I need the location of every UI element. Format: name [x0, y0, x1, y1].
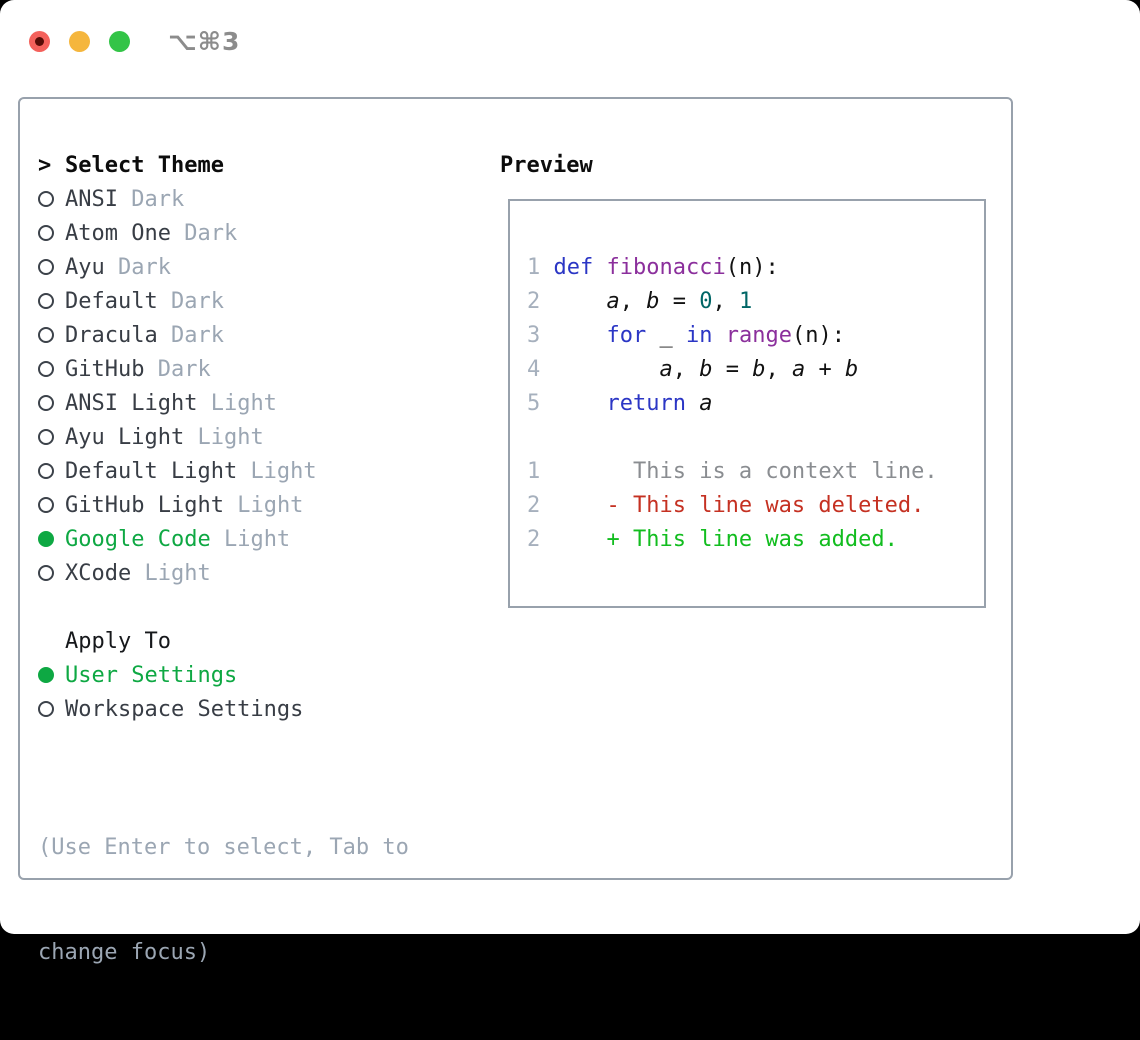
radio-icon: [38, 259, 54, 275]
theme-option-ayu-light[interactable]: Ayu Light Light: [38, 420, 409, 454]
radio-icon: [38, 361, 54, 377]
radio-icon: [38, 225, 54, 241]
radio-icon: [38, 191, 54, 207]
apply-option-workspace-settings[interactable]: Workspace Settings: [38, 692, 409, 726]
radio-icon: [38, 429, 54, 445]
help-text: (Use Enter to select, Tab to change focu…: [38, 760, 409, 1040]
keyboard-shortcut-label: ⌥⌘3: [168, 27, 241, 56]
theme-option-xcode-light[interactable]: XCode Light: [38, 556, 409, 590]
theme-option-atom-one-dark[interactable]: Atom One Dark: [38, 216, 409, 250]
code-line: 1 def fibonacci(n):: [527, 255, 779, 280]
radio-icon: [38, 293, 54, 309]
radio-selected-icon: [38, 667, 54, 683]
theme-option-dracula-dark[interactable]: Dracula Dark: [38, 318, 409, 352]
blank-line: [527, 421, 984, 455]
code-line: 2 a, b = 0, 1: [527, 289, 753, 314]
apply-to-title: Apply To: [65, 628, 171, 654]
app-window: ⌥⌘3 > Select Theme ANSI Dark Atom One Dar…: [0, 0, 1140, 965]
record-dot-icon: [35, 37, 44, 46]
help-text-line2: change focus): [38, 940, 211, 965]
radio-selected-icon: [38, 531, 54, 547]
theme-option-ansi-light[interactable]: ANSI Light Light: [38, 386, 409, 420]
spacer: [38, 726, 409, 760]
theme-option-github-light[interactable]: GitHub Light Light: [38, 488, 409, 522]
titlebar: ⌥⌘3: [29, 27, 240, 56]
radio-icon: [38, 463, 54, 479]
diff-added-line: 2 + This line was added.: [527, 527, 898, 552]
radio-icon: [38, 327, 54, 343]
apply-to-header: Apply To: [38, 624, 409, 658]
theme-picker-panel: > Select Theme ANSI Dark Atom One Dark Ay…: [18, 97, 1013, 965]
code-line: 4 a, b = b, a + b: [527, 357, 859, 382]
radio-icon: [38, 395, 54, 411]
minimize-button[interactable]: [69, 31, 90, 52]
diff-context-line: 1 This is a context line.: [527, 459, 938, 484]
theme-option-ayu-dark[interactable]: Ayu Dark: [38, 250, 409, 284]
theme-option-ansi-dark[interactable]: ANSI Dark: [38, 182, 409, 216]
theme-option-default-light[interactable]: Default Light Light: [38, 454, 409, 488]
radio-icon: [38, 497, 54, 513]
theme-option-github-dark[interactable]: GitHub Dark: [38, 352, 409, 386]
radio-icon: [38, 565, 54, 581]
apply-option-user-settings[interactable]: User Settings: [38, 658, 409, 692]
cursor-marker: >: [38, 152, 52, 178]
select-theme-header: > Select Theme: [38, 148, 409, 182]
spacer: [38, 590, 409, 624]
diff-deleted-line: 2 - This line was deleted.: [527, 493, 925, 518]
preview-pane: 1 def fibonacci(n): 2 a, b = 0, 1 3 for …: [508, 199, 986, 608]
code-preview: 1 def fibonacci(n): 2 a, b = 0, 1 3 for …: [510, 201, 984, 557]
help-text-line1: (Use Enter to select, Tab to: [38, 835, 409, 860]
preview-title: Preview: [500, 152, 593, 178]
code-line: 5 return a: [527, 391, 713, 416]
theme-option-default-dark[interactable]: Default Dark: [38, 284, 409, 318]
radio-icon: [38, 701, 54, 717]
theme-list: > Select Theme ANSI Dark Atom One Dark Ay…: [38, 148, 409, 1040]
zoom-button[interactable]: [109, 31, 130, 52]
code-line: 3 for _ in range(n):: [527, 323, 845, 348]
theme-option-google-code-light[interactable]: Google Code Light: [38, 522, 409, 556]
close-button[interactable]: [29, 31, 50, 52]
select-theme-title: Select Theme: [65, 152, 224, 178]
